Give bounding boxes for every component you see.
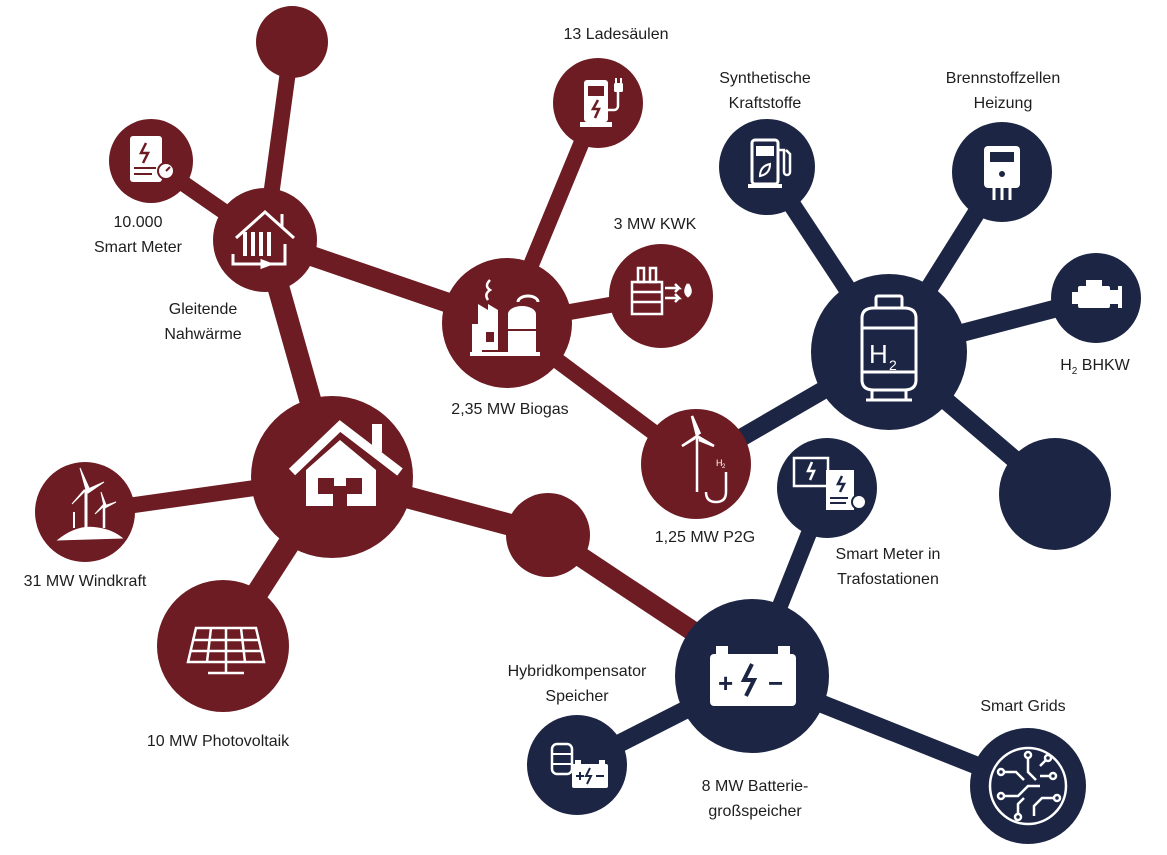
label-smart-grids: Smart Grids bbox=[980, 698, 1066, 715]
biogas-plant-icon bbox=[470, 279, 540, 356]
svg-text:H: H bbox=[716, 458, 723, 468]
label-smart-meter: 10.000 Smart Meter bbox=[93, 214, 182, 256]
node-smart-grids bbox=[970, 728, 1086, 844]
fuel-pump-icon bbox=[748, 138, 792, 188]
node-top-empty bbox=[256, 6, 328, 78]
node-trafo-smart-meter bbox=[777, 438, 877, 538]
fuel-cell-heater-icon bbox=[984, 146, 1020, 200]
node-junction-red bbox=[506, 493, 590, 577]
svg-text:2: 2 bbox=[722, 464, 726, 470]
label-p2g: 1,25 MW P2G bbox=[654, 529, 756, 546]
smart-meter-icon bbox=[130, 136, 175, 182]
label-photovoltaik: 10 MW Photovoltaik bbox=[146, 733, 290, 750]
node-photovoltaik bbox=[157, 580, 289, 712]
node-h2-bhkw bbox=[1051, 253, 1141, 343]
node-synthetische-kraftstoffe bbox=[719, 119, 815, 215]
battery-minus-symbol: − bbox=[768, 668, 783, 698]
trafo-meter-icon bbox=[792, 456, 867, 510]
node-house bbox=[251, 396, 413, 558]
nodes: H 2 bbox=[35, 6, 1141, 844]
label-nahwaerme: Gleitende Nahwärme bbox=[164, 301, 242, 343]
node-navy-empty bbox=[999, 438, 1111, 550]
node-kwk bbox=[609, 244, 713, 348]
label-batterie: 8 MW Batterie- großspeicher bbox=[701, 778, 809, 820]
chp-plant-icon bbox=[630, 266, 692, 316]
node-ladesaeulen bbox=[553, 58, 643, 148]
charging-station-icon bbox=[580, 78, 623, 127]
wind-turbine-icon bbox=[56, 467, 124, 541]
solar-panel-icon bbox=[186, 626, 266, 675]
label-h2-bhkw: H2 BHKW bbox=[1060, 357, 1130, 378]
label-trafo-smart-meter: Smart Meter in Trafostationen bbox=[835, 546, 941, 588]
battery-icon: + − bbox=[710, 646, 796, 706]
house-icon bbox=[288, 420, 403, 506]
power-to-gas-icon: H 2 bbox=[681, 415, 728, 504]
label-kwk: 3 MW KWK bbox=[613, 216, 697, 233]
label-synthetische-kraftstoffe: Synthetische Kraftstoffe bbox=[719, 70, 811, 112]
engine-icon bbox=[1072, 280, 1122, 308]
heating-house-icon bbox=[231, 209, 296, 270]
label-hybridkompensator: Hybridkompensator Speicher bbox=[507, 663, 647, 705]
node-nahwaerme bbox=[213, 188, 317, 292]
h2-symbol: H bbox=[869, 339, 888, 369]
node-smart-meter bbox=[109, 119, 193, 203]
node-p2g: H 2 bbox=[641, 409, 751, 519]
circuit-board-icon bbox=[988, 746, 1068, 826]
label-windkraft: 31 MW Windkraft bbox=[23, 573, 147, 590]
battery-plus-symbol: + bbox=[718, 668, 733, 698]
node-hybridkompensator bbox=[527, 715, 627, 815]
node-windkraft bbox=[35, 462, 135, 562]
node-batterie: + − bbox=[675, 599, 829, 753]
label-brennstoffzellen-heizung: Brennstoffzellen Heizung bbox=[945, 70, 1061, 112]
hydrogen-tank-icon bbox=[860, 294, 918, 402]
hybrid-storage-icon bbox=[550, 742, 608, 788]
node-brennstoffzellen-heizung bbox=[952, 122, 1052, 222]
node-biogas bbox=[442, 258, 572, 388]
node-h2-tank: H 2 bbox=[811, 274, 967, 430]
h2-symbol-sub: 2 bbox=[889, 357, 897, 373]
label-ladesaeulen: 13 Ladesäulen bbox=[563, 26, 669, 43]
label-biogas: 2,35 MW Biogas bbox=[451, 401, 569, 418]
